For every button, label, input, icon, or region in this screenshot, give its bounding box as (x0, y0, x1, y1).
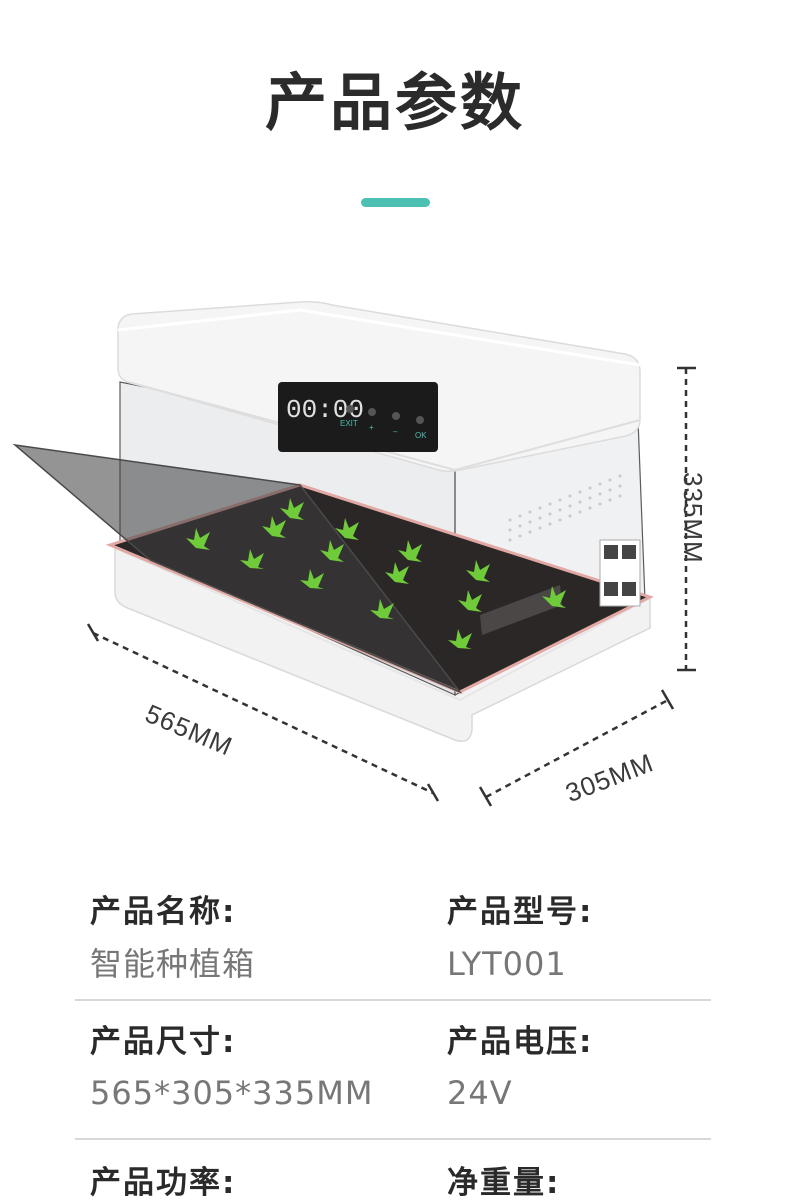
spec-label-net-weight: 净重量: (447, 1165, 561, 1201)
dimension-height-label: 335MM (678, 472, 708, 564)
display-button-plus: + (369, 423, 374, 432)
product-illustration: 00:00 EXIT + – OK (12, 301, 696, 807)
control-display: 00:00 EXIT + – OK (278, 382, 438, 452)
spec-label-power: 产品功率: (90, 1165, 237, 1201)
spec-label-size: 产品尺寸: (90, 1024, 237, 1060)
spec-value-voltage: 24V (447, 1074, 513, 1112)
spec-value-model: LYT001 (447, 945, 567, 983)
spec-value-size: 565*305*335MM (90, 1074, 374, 1112)
display-button-exit: EXIT (340, 419, 358, 428)
title-accent-bar (361, 198, 430, 207)
dimension-lines (86, 366, 696, 807)
seedlings (186, 498, 566, 649)
spec-divider (75, 999, 711, 1001)
page-title: 产品参数 (264, 66, 525, 139)
spec-value-product-name: 智能种植箱 (90, 945, 256, 983)
spec-label-product-name: 产品名称: (90, 894, 237, 930)
display-button-minus: – (393, 427, 398, 436)
planter-box (12, 301, 654, 742)
spec-label-model: 产品型号: (447, 894, 594, 930)
display-button-ok: OK (415, 431, 427, 440)
spec-label-voltage: 产品电压: (447, 1024, 594, 1060)
spec-divider (75, 1138, 711, 1140)
